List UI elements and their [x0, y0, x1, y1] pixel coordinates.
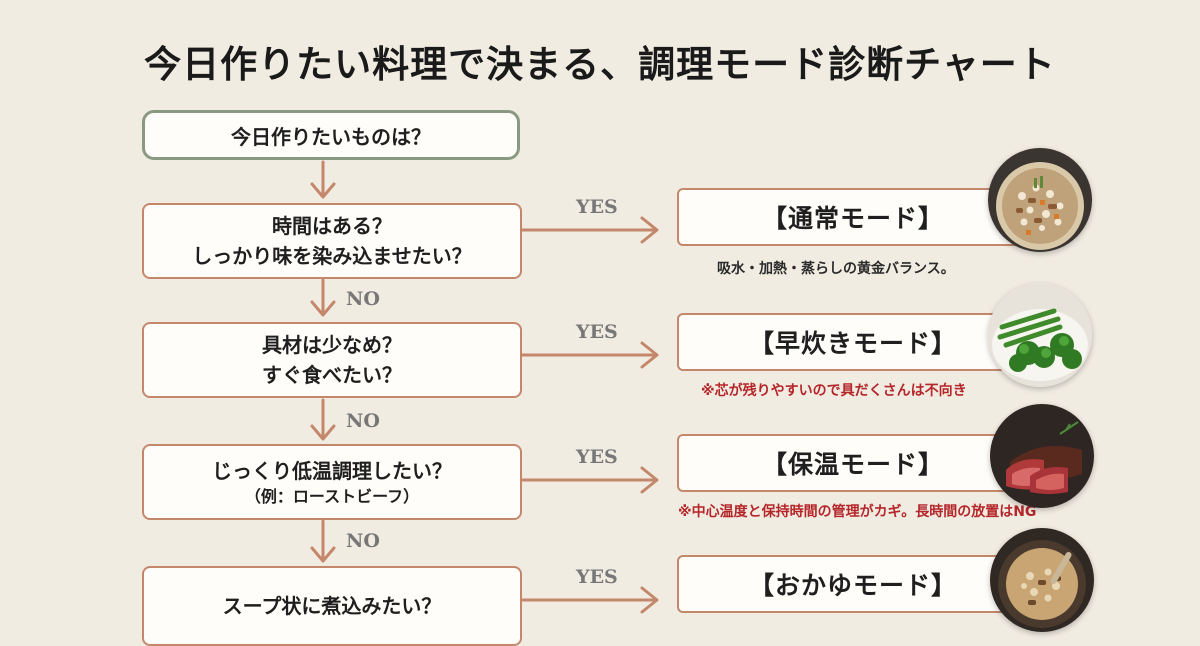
- arrow-yes-4: [520, 586, 659, 614]
- mode-quick-note: ※芯が残りやすいので具だくさんは不向き: [701, 383, 967, 399]
- page-title: 今日作りたい料理で決まる、調理モード診断チャート: [144, 42, 1056, 86]
- question-4-line-1: スープ状に煮込みたい？: [222, 594, 442, 618]
- mode-keep-warm-note: ※中心温度と保持時間の管理がカギ。長時間の放置はNG: [678, 504, 1037, 520]
- mode-box-porridge: 【おかゆモード】: [677, 555, 1029, 613]
- arrow-down-2: [310, 398, 336, 441]
- yes-label-4: YES: [576, 566, 618, 588]
- mode-box-quick: 【早炊きモード】: [677, 313, 1029, 371]
- question-2-line-1: 具材は少なめ？: [262, 333, 402, 357]
- mode-quick-label: 【早炊きモード】: [748, 329, 957, 358]
- mode-box-keep-warm: 【保温モード】: [677, 434, 1029, 492]
- arrow-down-1: [310, 278, 336, 317]
- mode-normal-note: 吸水・加熱・蒸らしの黄金バランス。: [717, 261, 955, 277]
- arrow-yes-3: [520, 466, 659, 494]
- mode-box-normal: 【通常モード】: [677, 188, 1029, 246]
- question-2-line-2: すぐ食べたい？: [262, 363, 402, 387]
- question-3-line-1: じっくり低温調理したい？: [212, 459, 452, 483]
- question-box-3: じっくり低温調理したい？ （例：ローストビーフ）: [142, 444, 522, 520]
- no-label-2: NO: [346, 410, 380, 432]
- start-label: 今日作りたいものは？: [231, 124, 431, 149]
- arrow-down-3: [310, 519, 336, 563]
- roast-beef-icon: [990, 404, 1094, 508]
- yes-label-2: YES: [576, 321, 618, 343]
- question-1-line-2: しっかり味を染み込ませたい？: [192, 244, 472, 268]
- start-box: 今日作りたいものは？: [142, 110, 520, 160]
- yes-label-3: YES: [576, 446, 618, 468]
- question-box-1: 時間はある？ しっかり味を染み込ませたい？: [142, 203, 522, 279]
- no-label-3: NO: [346, 530, 380, 552]
- green-vegetables-icon: [988, 283, 1092, 387]
- mode-porridge-label: 【おかゆモード】: [748, 571, 957, 600]
- question-3-line-2: （例：ローストビーフ）: [244, 487, 420, 506]
- arrow-yes-2: [520, 341, 659, 369]
- mode-keep-warm-label: 【保温モード】: [761, 450, 944, 479]
- porridge-icon: [990, 528, 1094, 632]
- arrow-yes-1: [520, 216, 659, 244]
- flow-arrows: [310, 160, 659, 614]
- mixed-rice-icon: [988, 148, 1092, 252]
- question-box-4: スープ状に煮込みたい？: [142, 566, 522, 646]
- question-box-2: 具材は少なめ？ すぐ食べたい？: [142, 322, 522, 398]
- no-label-1: NO: [346, 288, 380, 310]
- yes-label-1: YES: [576, 196, 618, 218]
- question-1-line-1: 時間はある？: [272, 214, 392, 238]
- mode-normal-label: 【通常モード】: [761, 204, 944, 233]
- arrow-down-start: [310, 160, 336, 199]
